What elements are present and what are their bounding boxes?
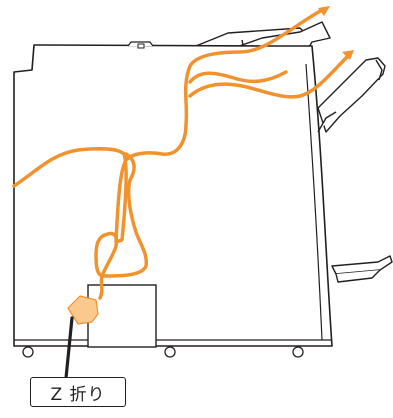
casters xyxy=(23,347,303,357)
z-fold-unit xyxy=(88,285,156,347)
z-fold-label: Z 折り xyxy=(50,380,105,405)
finisher-body xyxy=(14,42,332,346)
stacker-tray xyxy=(318,58,385,132)
z-fold-callout: Z 折り xyxy=(30,377,126,407)
booklet-tray xyxy=(332,256,392,282)
